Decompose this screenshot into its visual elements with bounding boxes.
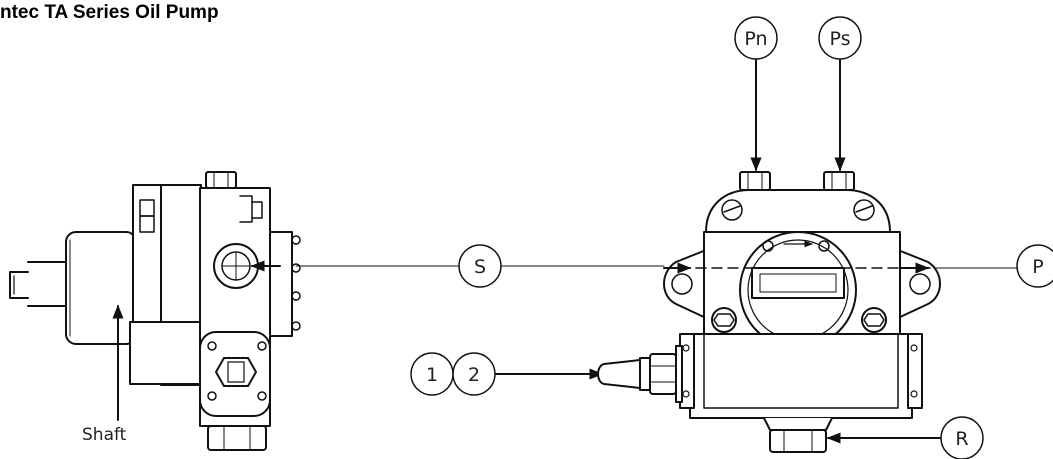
callout-2: 2 xyxy=(452,352,496,396)
callout-1-text: 1 xyxy=(426,364,438,386)
front-view-pump xyxy=(663,171,941,453)
callout-1: 1 xyxy=(410,352,454,396)
side-view-pump xyxy=(9,171,301,451)
callout-ps: Ps xyxy=(818,16,862,60)
callout-p-text: P xyxy=(1032,256,1043,278)
callout-pn: Pn xyxy=(734,16,778,60)
callout-s-text: S xyxy=(474,256,486,278)
callout-ps-text: Ps xyxy=(829,28,850,50)
callout-r-text: R xyxy=(955,428,968,450)
fitting-assembly xyxy=(597,345,683,403)
callout-p: P xyxy=(1016,244,1053,288)
diagram-title: ntec TA Series Oil Pump xyxy=(0,2,219,23)
callout-pn-text: Pn xyxy=(744,28,767,50)
callout-2-text: 2 xyxy=(468,364,480,386)
callout-s: S xyxy=(458,244,502,288)
shaft-label: Shaft xyxy=(82,425,127,445)
callout-r: R xyxy=(940,416,984,459)
